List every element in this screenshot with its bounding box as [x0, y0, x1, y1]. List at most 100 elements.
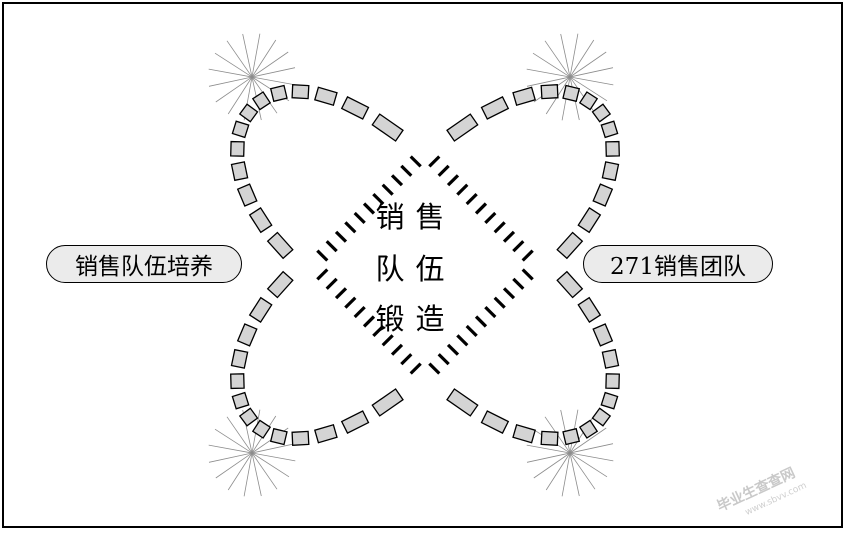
diamond-tick — [316, 249, 329, 262]
petal-segment — [269, 427, 288, 446]
petal-segment — [236, 183, 258, 207]
petal-segment — [540, 84, 559, 100]
center-title-char: 销 — [375, 200, 405, 234]
petal-segment — [480, 410, 510, 434]
diamond-tick — [484, 211, 497, 224]
petal-segment — [251, 419, 272, 439]
petal-segment — [562, 84, 581, 103]
diamond-tick — [362, 315, 376, 328]
diamond-tick — [390, 343, 404, 356]
petal-outlines — [230, 84, 620, 446]
diamond-tick — [409, 362, 422, 375]
center-title-char: 造 — [415, 302, 445, 336]
petal-segment — [230, 161, 249, 182]
petal-segment — [291, 430, 310, 446]
petal-segment — [446, 388, 479, 417]
diamond-tick — [437, 164, 450, 177]
diamond-tick — [353, 306, 366, 319]
petal-segment — [251, 91, 272, 111]
diamond-tick — [381, 334, 394, 347]
petal-segment — [601, 348, 620, 369]
petal-segment — [577, 296, 602, 324]
petal-segment — [480, 96, 510, 120]
diamond-tick — [446, 343, 460, 356]
petal-segment — [269, 84, 288, 103]
diamond-tick — [428, 155, 441, 168]
petal-segment — [446, 113, 479, 142]
petal-segment — [238, 407, 259, 427]
diamond-tick — [334, 230, 348, 243]
petal-segment — [231, 391, 250, 410]
diamond-tick — [390, 174, 404, 187]
petal-segment — [578, 91, 599, 111]
diamond-tick — [400, 353, 413, 366]
petal-segment — [540, 430, 559, 446]
petal-segment — [340, 96, 370, 120]
center-title-char: 锻 — [375, 302, 405, 336]
petal-segment — [236, 323, 258, 347]
petal-segment — [266, 231, 294, 260]
starburst-ray — [208, 67, 296, 87]
diamond-tick — [325, 240, 338, 253]
starburst-ray — [526, 67, 614, 87]
petal-segment — [577, 206, 602, 234]
diamond-tick — [437, 353, 450, 366]
diamond-tick — [400, 164, 413, 177]
petal-segment — [601, 161, 620, 182]
petal-segment — [600, 391, 619, 410]
diamond-tick — [493, 296, 506, 309]
diamond-tick — [362, 202, 376, 215]
diamond-tick — [344, 221, 357, 234]
petal-segment — [605, 140, 620, 157]
petal-segment — [371, 113, 404, 142]
diamond-tick — [465, 193, 478, 206]
diamond-tick — [316, 268, 329, 281]
petal-segment — [230, 348, 249, 369]
diamond-tick — [474, 315, 488, 328]
petal-segment — [230, 373, 245, 390]
diagram-frame — [2, 2, 843, 528]
starburst-ray — [526, 443, 614, 463]
petal-segment — [313, 86, 338, 107]
petal-segment — [600, 120, 619, 139]
diamond-tick — [428, 362, 441, 375]
diamond-tick — [521, 249, 534, 262]
petal-segment — [592, 323, 614, 347]
petal-segment — [605, 373, 620, 390]
center-title-char: 售 — [415, 200, 445, 234]
petal-segment — [371, 388, 404, 417]
diamond-tick — [381, 183, 394, 196]
diamond-tick — [456, 183, 469, 196]
petal-segment — [556, 231, 584, 260]
petal-segment — [230, 140, 245, 157]
petal-segment — [291, 84, 310, 100]
petal-segment — [591, 407, 612, 427]
petal-segment — [556, 270, 584, 299]
petal-segment — [313, 423, 338, 444]
diamond-tick — [484, 306, 497, 319]
diamond-tick — [502, 287, 516, 300]
petal-segment — [562, 427, 581, 446]
diamond-tick — [456, 334, 469, 347]
diamond-tick — [344, 296, 357, 309]
center-title-char: 伍 — [415, 252, 445, 286]
diamond-tick — [493, 221, 506, 234]
petal-segment — [248, 206, 273, 234]
left-label-pill: 销售队伍培养 — [46, 245, 242, 283]
diamond-tick — [512, 277, 525, 290]
petal-segment — [592, 183, 614, 207]
center-title-char: 队 — [375, 252, 405, 286]
petal-segment — [512, 423, 537, 444]
right-label-pill: 271销售团队 — [583, 245, 773, 283]
diamond-tick — [474, 202, 488, 215]
petal-segment — [340, 410, 370, 434]
petal-segment — [591, 103, 612, 123]
starburst-ray — [208, 443, 296, 463]
diamond-tick — [446, 174, 460, 187]
petal-segment — [578, 419, 599, 439]
petal-segment — [238, 103, 259, 123]
diamond-tick — [325, 277, 338, 290]
diamond-tick — [334, 287, 348, 300]
